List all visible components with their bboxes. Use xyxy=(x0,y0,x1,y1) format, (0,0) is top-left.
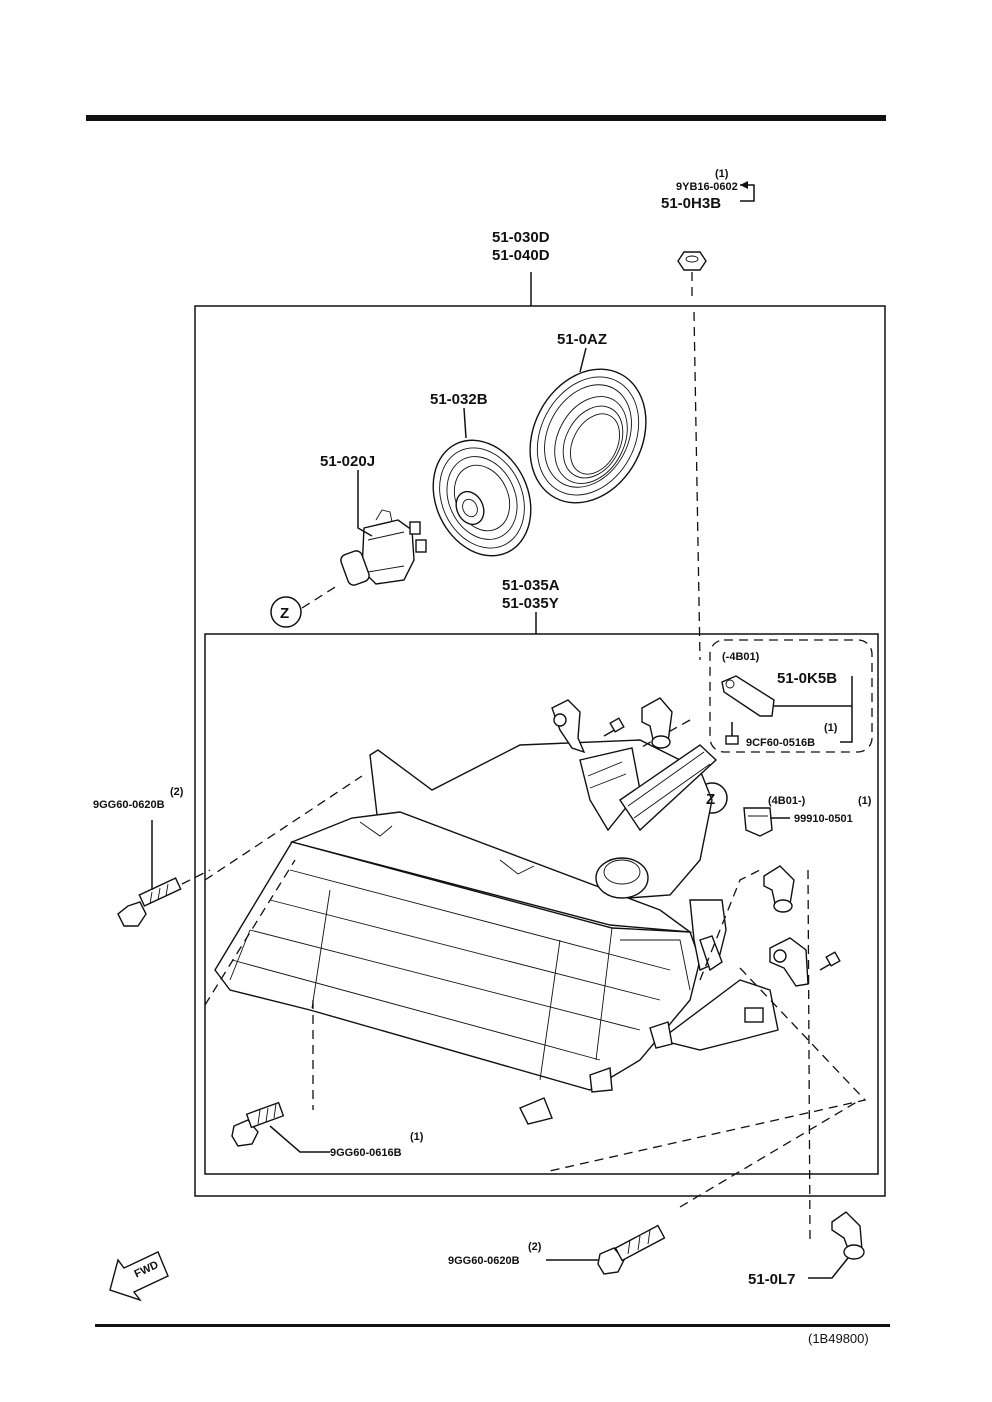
diagram-id-label: (1B49800) xyxy=(808,1331,869,1346)
unit-label-1: 51-035A xyxy=(502,577,560,594)
variant-a-label: (-4B01) xyxy=(722,651,760,663)
bolt-left-label: 9GG60-0620B xyxy=(93,799,165,811)
bracket-screw-icon xyxy=(725,722,739,745)
headlight-housing-icon xyxy=(214,739,779,1125)
z-marker-left xyxy=(270,596,302,628)
bolt-bottom-label: 9GG60-0616B xyxy=(330,1147,402,1159)
bolt-left-icon xyxy=(117,877,182,927)
bolt-bottom-icon xyxy=(231,1101,285,1147)
z-marker-left-label: Z xyxy=(280,605,289,622)
socket-lower-icon xyxy=(831,1211,865,1260)
socket-upper-icon xyxy=(551,699,586,754)
bulb-icon xyxy=(340,509,427,586)
clip-icon xyxy=(743,807,773,837)
elbow-connector-upper-icon xyxy=(641,697,673,749)
bolt-left-qty-label: (2) xyxy=(170,786,184,798)
unit-label-2: 51-035Y xyxy=(502,595,559,612)
unit-frame xyxy=(204,633,879,1175)
elbow-connector-right-icon xyxy=(763,865,795,913)
cover-label: 51-032B xyxy=(430,391,488,408)
socket-lower-label: 51-0L7 xyxy=(748,1271,796,1288)
bolt-lower-label: 9GG60-0620B xyxy=(448,1255,520,1267)
bulb-label: 51-020J xyxy=(320,453,375,470)
z-marker-right-label: Z xyxy=(706,791,715,808)
variant-b-label: (4B01-) xyxy=(768,795,806,807)
assembly-label-1: 51-030D xyxy=(492,229,550,246)
clip-qty-label: (1) xyxy=(858,795,872,807)
bracket-label: 51-0K5B xyxy=(777,670,837,687)
bulb-cover-icon xyxy=(432,439,532,557)
nut-icon xyxy=(677,251,707,271)
bottom-rule xyxy=(95,1324,890,1327)
assembly-label-2: 51-040D xyxy=(492,247,550,264)
bolt-bottom-qty-label: (1) xyxy=(410,1131,424,1143)
variant-box xyxy=(709,639,873,753)
assembly-frame xyxy=(194,305,886,1197)
bracket-icon xyxy=(721,675,775,717)
nut-qty-label: (1) xyxy=(715,168,729,180)
nut-part-label: 9YB16-0602 xyxy=(676,181,738,193)
lens-ring-icon xyxy=(529,368,647,504)
ring-label: 51-0AZ xyxy=(557,331,607,348)
screw-right-icon xyxy=(819,951,841,971)
top-rule xyxy=(86,115,886,121)
fwd-arrow-icon: FWD xyxy=(109,1251,169,1302)
bracket-screw-qty-label: (1) xyxy=(824,722,838,734)
clip-label: 99910-0501 xyxy=(794,813,853,825)
screw-upper-icon xyxy=(603,717,625,737)
nut-label: 51-0H3B xyxy=(661,195,721,212)
bolt-lower-qty-label: (2) xyxy=(528,1241,542,1253)
bolt-lower-icon xyxy=(597,1224,666,1275)
bracket-screw-label: 9CF60-0516B xyxy=(746,737,815,749)
socket-right-icon xyxy=(769,937,809,987)
